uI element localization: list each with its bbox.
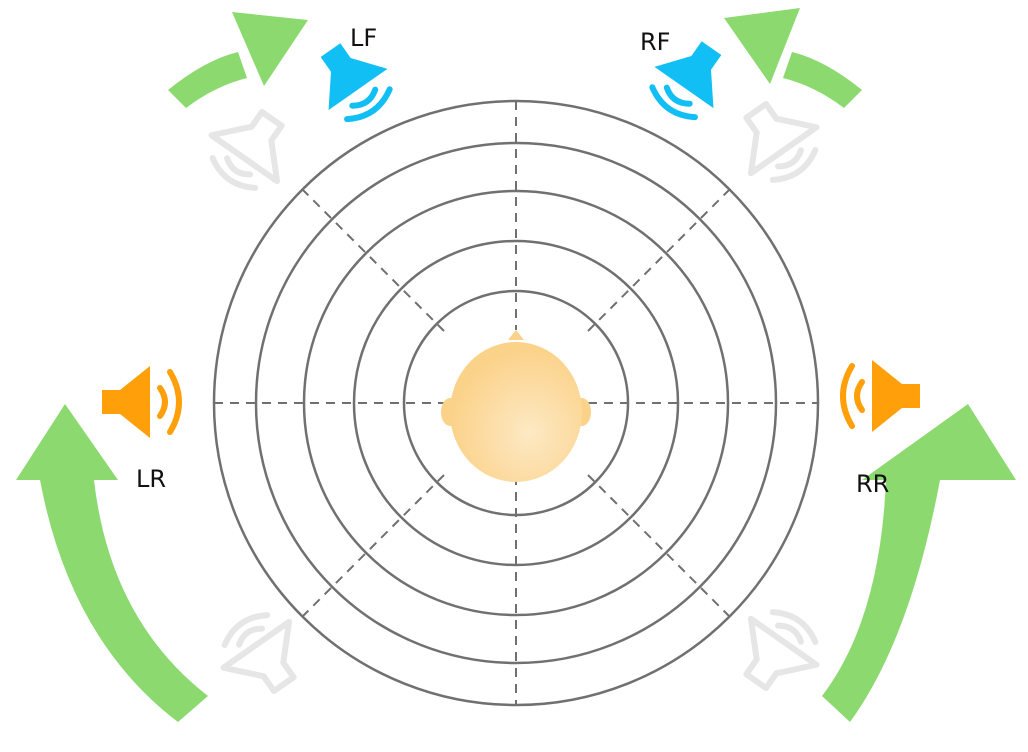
label-right-rear: RR	[856, 470, 890, 498]
grid-spoke	[301, 474, 445, 618]
head-icon	[441, 330, 591, 482]
grid-spoke	[587, 188, 731, 332]
label-left-rear: LR	[136, 465, 167, 493]
ghost-speaker-lr-icon	[209, 601, 317, 708]
grid-spoke	[587, 474, 731, 618]
curved-arrow-icon	[168, 12, 308, 108]
speaker-lf-icon	[320, 43, 393, 123]
curved-arrow-icon	[822, 404, 1016, 722]
ghost-speaker-rf-icon	[723, 88, 831, 195]
speaker-rf-icon	[649, 41, 722, 121]
curved-arrow-icon	[16, 404, 208, 722]
grid-spokes	[214, 101, 818, 705]
speaker-lr-icon	[102, 366, 182, 438]
speaker-rr-icon	[840, 360, 920, 432]
grid-ring	[254, 141, 778, 665]
grid-spoke	[301, 188, 445, 332]
rotation-arrows	[16, 8, 1016, 722]
curved-arrow-icon	[724, 8, 862, 108]
label-right-front: RF	[640, 28, 671, 56]
ghost-speaker-rr-icon	[723, 598, 831, 705]
grid-ring	[302, 189, 730, 617]
label-left-front: LF	[350, 24, 378, 52]
ghost-speaker-lf-icon	[197, 96, 305, 203]
